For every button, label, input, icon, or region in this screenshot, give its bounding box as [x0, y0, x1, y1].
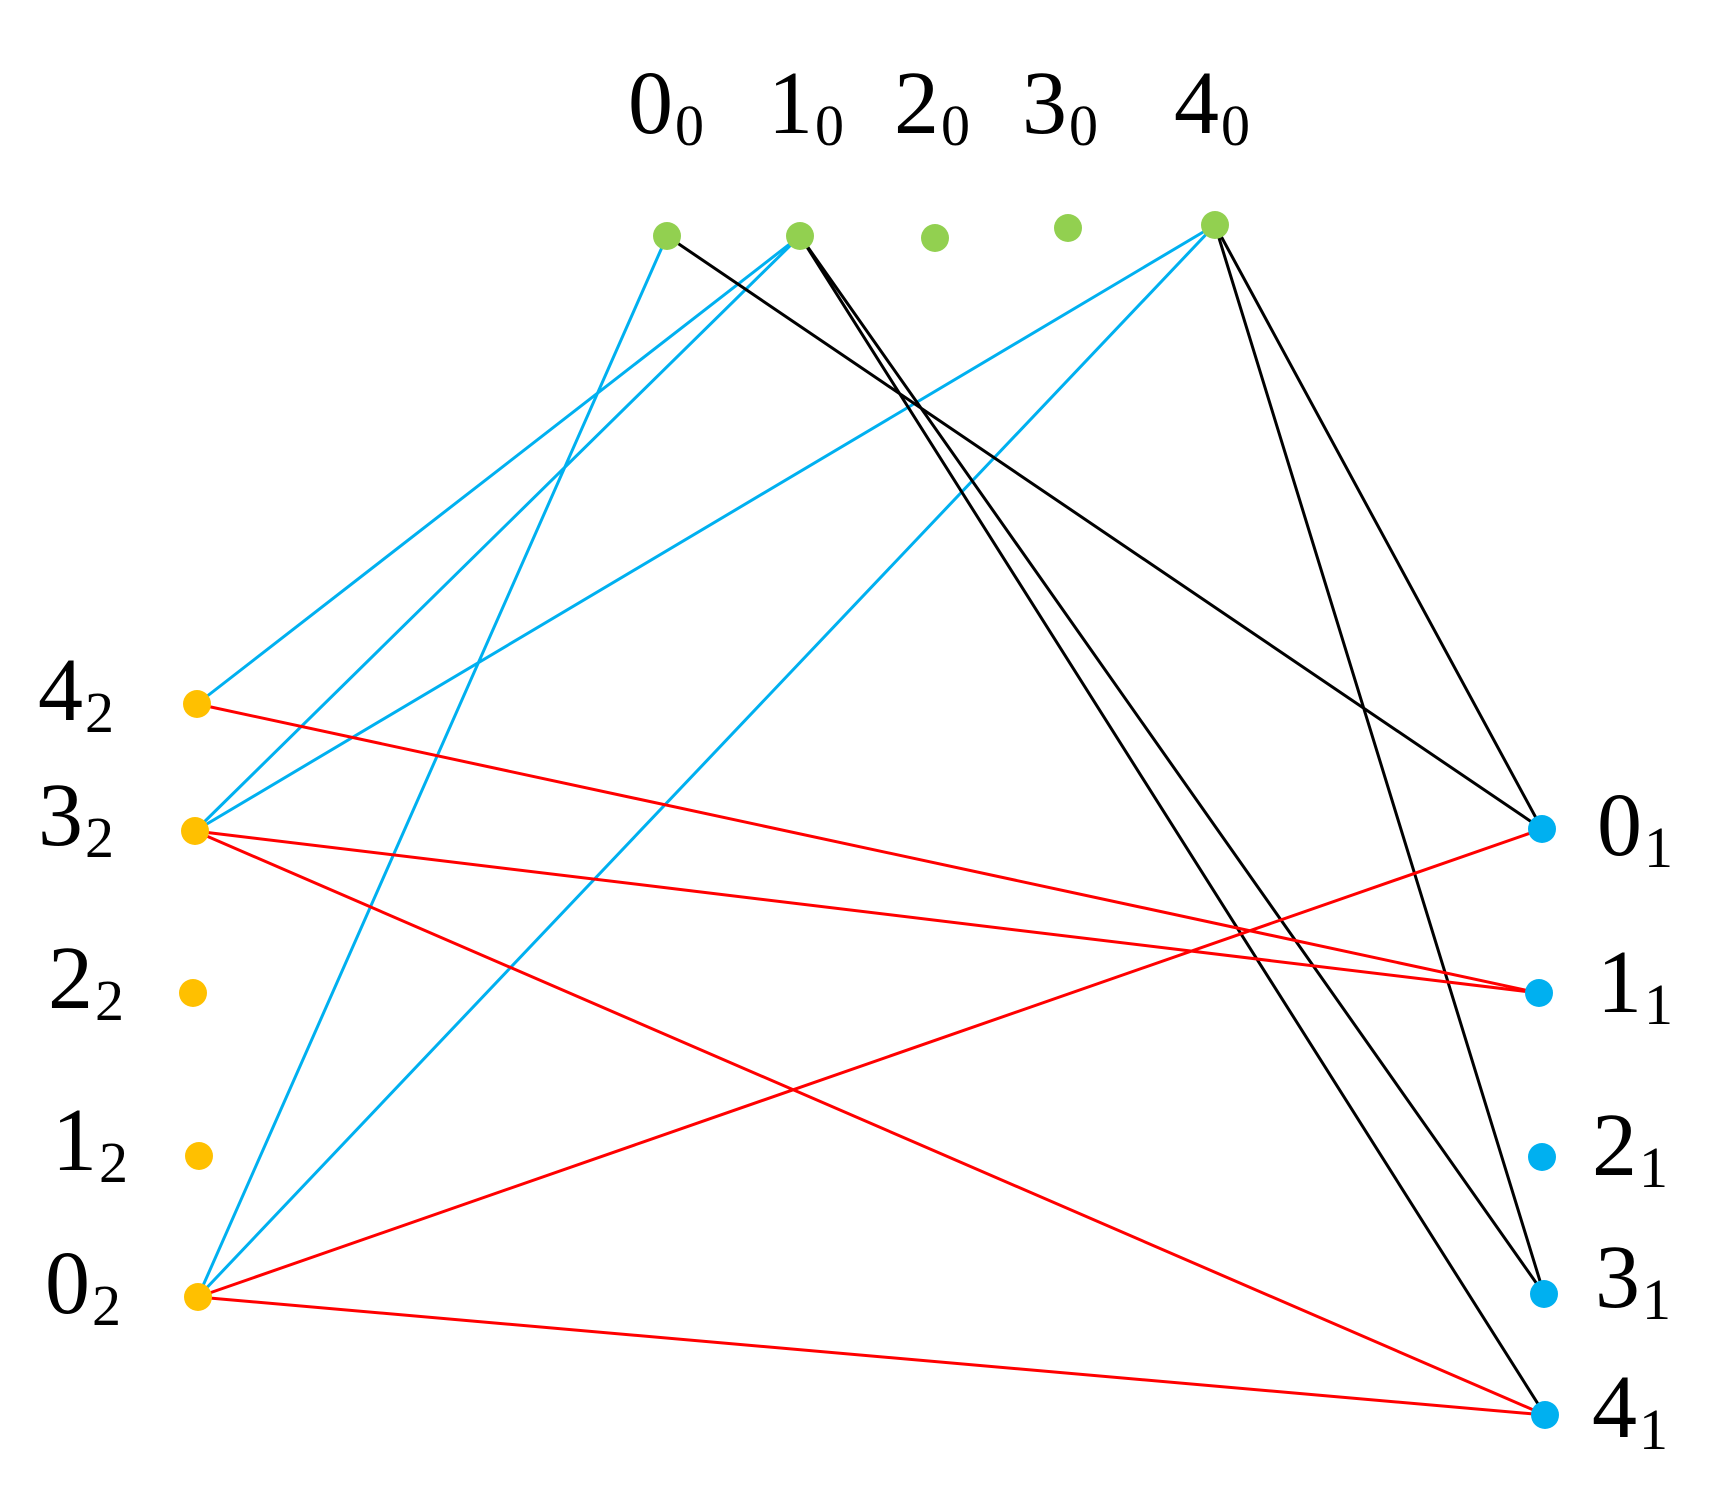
node-label-0_0: 00 [628, 54, 704, 158]
node-label-subscript: 2 [92, 1273, 121, 1338]
node-label-subscript: 0 [1069, 93, 1098, 158]
edge-0_2-4_1 [196, 1295, 1547, 1417]
edge-4_2-1_1 [195, 702, 1541, 995]
node-0_1 [1528, 815, 1556, 843]
edge-4_0-0_1 [1213, 223, 1544, 831]
node-label-subscript: 2 [99, 1130, 128, 1195]
node-1_1 [1525, 979, 1553, 1007]
node-4_0 [1201, 211, 1229, 239]
node-label-number: 0 [45, 1234, 90, 1333]
node-2_2 [179, 979, 207, 1007]
edge-1_0-3_1 [798, 234, 1546, 1296]
node-label-3_0: 30 [1022, 54, 1098, 158]
node-label-1_1: 11 [1597, 933, 1673, 1037]
node-label-subscript: 0 [675, 93, 704, 158]
node-4_2 [183, 690, 211, 718]
node-3_2 [181, 817, 209, 845]
node-label-2_1: 21 [1592, 1096, 1668, 1200]
node-label-3_2: 32 [38, 766, 114, 870]
node-label-subscript: 2 [85, 680, 114, 745]
node-label-3_1: 31 [1595, 1228, 1671, 1332]
node-label-number: 1 [1597, 933, 1642, 1032]
node-label-subscript: 2 [95, 968, 124, 1033]
node-0_2 [184, 1283, 212, 1311]
edge-0_2-0_1 [196, 827, 1544, 1299]
edge-1_0-4_1 [798, 234, 1547, 1417]
node-label-1_2: 12 [52, 1091, 128, 1195]
node-label-number: 2 [894, 54, 939, 153]
edge-0_0-0_2 [196, 234, 669, 1299]
node-4_1 [1531, 1401, 1559, 1429]
node-label-number: 4 [1174, 54, 1219, 153]
node-label-subscript: 0 [815, 93, 844, 158]
edge-3_2-4_1 [193, 829, 1547, 1417]
node-label-subscript: 1 [1639, 1397, 1668, 1462]
edge-0_0-0_1 [665, 234, 1544, 831]
node-label-2_2: 22 [48, 929, 124, 1033]
node-label-4_2: 42 [38, 641, 114, 745]
node-label-number: 3 [1022, 54, 1067, 153]
node-label-number: 1 [768, 54, 813, 153]
node-2_0 [921, 224, 949, 252]
edge-4_0-3_1 [1213, 223, 1546, 1296]
node-label-number: 2 [1592, 1096, 1637, 1195]
node-1_0 [786, 222, 814, 250]
node-label-number: 2 [48, 929, 93, 1028]
node-label-subscript: 1 [1639, 1135, 1668, 1200]
node-label-subscript: 0 [941, 93, 970, 158]
node-1_2 [185, 1142, 213, 1170]
node-label-number: 3 [38, 766, 83, 865]
node-label-number: 3 [1595, 1228, 1640, 1327]
node-label-subscript: 0 [1221, 93, 1250, 158]
node-3_1 [1530, 1280, 1558, 1308]
node-3_0 [1054, 214, 1082, 242]
node-label-number: 1 [52, 1091, 97, 1190]
node-label-4_0: 40 [1174, 54, 1250, 158]
node-label-number: 0 [628, 54, 673, 153]
edge-4_0-3_2 [193, 223, 1217, 833]
node-label-number: 4 [1592, 1358, 1637, 1457]
node-label-4_1: 41 [1592, 1358, 1668, 1462]
node-label-1_0: 10 [768, 54, 844, 158]
node-label-subscript: 1 [1644, 815, 1673, 880]
edge-1_0-3_2 [193, 234, 802, 833]
node-label-subscript: 1 [1642, 1267, 1671, 1332]
edge-4_0-0_2 [196, 223, 1217, 1299]
node-label-number: 0 [1597, 776, 1642, 875]
node-label-subscript: 1 [1644, 972, 1673, 1037]
edge-3_2-1_1 [193, 829, 1541, 995]
node-label-subscript: 2 [85, 805, 114, 870]
node-label-0_2: 02 [45, 1234, 121, 1338]
node-label-0_1: 01 [1597, 776, 1673, 880]
node-label-number: 4 [38, 641, 83, 740]
node-2_1 [1528, 1143, 1556, 1171]
edges-layer [193, 223, 1547, 1417]
node-0_0 [653, 222, 681, 250]
node-label-2_0: 20 [894, 54, 970, 158]
nodes-layer [179, 211, 1559, 1429]
edge-1_0-4_2 [195, 234, 802, 706]
